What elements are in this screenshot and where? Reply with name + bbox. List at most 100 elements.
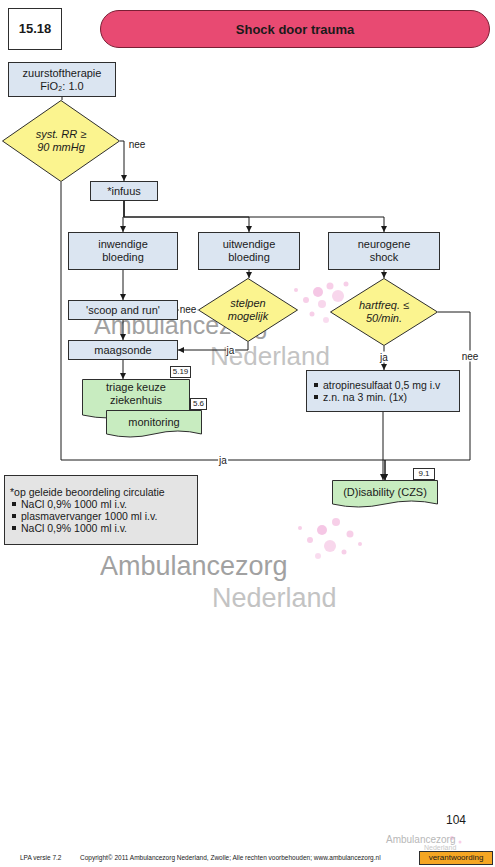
node-text: triage keuze ziekenhuis — [100, 381, 172, 406]
node-text: zuurstoftherapie FiO₂: 1.0 — [15, 67, 110, 92]
process-box: inwendige bloeding — [68, 232, 178, 270]
node-text: maagsonde — [94, 344, 152, 357]
watermark: Ambulancezorg — [100, 552, 288, 582]
node-text: (D)isability (CZS) — [343, 486, 427, 499]
bullet — [314, 383, 318, 387]
reference-document: (D)isability (CZS) — [332, 480, 438, 510]
node-text: NaCl 0,9% 1000 ml i.v. — [21, 498, 127, 510]
bullet — [314, 395, 318, 399]
bullet — [12, 502, 16, 506]
node-text: *op geleide beoordeling circulatie — [10, 486, 165, 498]
text-area: *op geleide beoordeling circulatieNaCl 0… — [5, 476, 197, 544]
text-row: stelpen mogelijk — [222, 297, 274, 322]
edge-label: ja — [379, 351, 389, 362]
node-text: syst. RR ≥ 90 mmHg — [30, 128, 92, 153]
text-row: NaCl 0,9% 1000 ml i.v. — [10, 498, 127, 510]
text-row: 'scoop and run' — [86, 304, 160, 317]
text-row: maagsonde — [94, 344, 152, 357]
process-box: *infuus — [90, 181, 158, 201]
text-area: *infuus — [91, 182, 157, 200]
decision-diamond: stelpen mogelijk — [198, 278, 298, 342]
text-row: uitwendige bloeding — [214, 238, 284, 263]
connector — [123, 270, 124, 300]
edge-label: ja — [226, 345, 236, 356]
edge-label: nee — [128, 139, 147, 150]
text-area: neurogene shock — [329, 233, 439, 269]
document-shape — [333, 481, 438, 508]
text-row: zuurstoftherapie FiO₂: 1.0 — [15, 67, 110, 92]
connector — [383, 412, 384, 480]
connector — [120, 141, 124, 181]
node-text: atropinesulfaat 0,5 mg i.v — [323, 379, 440, 391]
diamond-shape — [3, 101, 120, 182]
edge-label: nee — [461, 351, 480, 362]
node-text: uitwendige bloeding — [214, 238, 284, 263]
text-area: uitwendige bloeding — [199, 233, 299, 269]
protocol-number-box: 15.18 — [8, 8, 62, 50]
decision-diamond: syst. RR ≥ 90 mmHg — [2, 100, 120, 182]
connector — [62, 97, 63, 100]
text-row: plasmavervanger 1000 ml i.v. — [10, 510, 157, 522]
node-text: *infuus — [107, 185, 141, 198]
process-box: zuurstoftherapie FiO₂: 1.0 — [8, 62, 116, 97]
text-area: triage keuze ziekenhuis — [82, 379, 190, 409]
connector — [384, 270, 385, 278]
connector — [123, 320, 124, 340]
text-row: inwendige bloeding — [88, 238, 158, 263]
text-row: monitoring — [128, 416, 179, 429]
process-box: neurogene shock — [328, 232, 440, 270]
text-area: maagsonde — [69, 341, 177, 359]
page-number: 104 — [446, 814, 466, 827]
node-text: hartfreq. ≤ 50/min. — [356, 299, 412, 324]
connector — [249, 270, 250, 278]
connector — [61, 182, 385, 480]
node-text: stelpen mogelijk — [222, 297, 274, 322]
reference-document: monitoring — [106, 410, 202, 440]
text-area: inwendige bloeding — [69, 233, 177, 269]
process-box: maagsonde — [68, 340, 178, 360]
node-text: neurogene shock — [349, 238, 419, 263]
text-area: 'scoop and run' — [69, 301, 177, 319]
text-area: zuurstoftherapie FiO₂: 1.0 — [9, 63, 115, 96]
text-area: (D)isability (CZS) — [332, 480, 438, 504]
text-row: syst. RR ≥ 90 mmHg — [30, 128, 92, 153]
text-row: atropinesulfaat 0,5 mg i.v — [312, 379, 440, 391]
text-row: (D)isability (CZS) — [343, 486, 427, 499]
node-text: z.n. na 3 min. (1x) — [323, 391, 407, 403]
edge-label: nee — [179, 304, 198, 315]
text-row: *op geleide beoordeling circulatie — [10, 486, 165, 498]
text-row: z.n. na 3 min. (1x) — [312, 391, 407, 403]
document-shape — [107, 411, 202, 438]
node-text: plasmavervanger 1000 ml i.v. — [21, 510, 157, 522]
title: Shock door trauma — [100, 10, 490, 48]
connector — [124, 201, 384, 232]
text-area: stelpen mogelijk — [198, 278, 298, 342]
text-row: hartfreq. ≤ 50/min. — [356, 299, 412, 324]
bullet — [12, 514, 16, 518]
note-box: *op geleide beoordeling circulatieNaCl 0… — [4, 475, 198, 545]
medication-box: atropinesulfaat 0,5 mg i.vz.n. na 3 min.… — [306, 370, 460, 412]
text-row: 15.18 — [19, 22, 52, 37]
text-area: 15.18 — [9, 9, 61, 49]
text-area: atropinesulfaat 0,5 mg i.vz.n. na 3 min.… — [307, 371, 459, 411]
text-area: monitoring — [106, 410, 202, 434]
node-text: 15.18 — [19, 22, 52, 37]
text-row: triage keuze ziekenhuis — [100, 381, 172, 406]
text-area: syst. RR ≥ 90 mmHg — [2, 100, 120, 182]
callout-number: 5.19 — [170, 366, 191, 378]
bullet — [12, 526, 16, 530]
callout-number: 9.1 — [413, 468, 435, 480]
node-text: monitoring — [128, 416, 179, 429]
node-text: 'scoop and run' — [86, 304, 160, 317]
text-area: hartfreq. ≤ 50/min. — [330, 278, 438, 346]
text-row: neurogene shock — [349, 238, 419, 263]
diamond-shape — [331, 279, 438, 346]
watermark: Nederland — [212, 584, 337, 614]
text-row: NaCl 0,9% 1000 ml i.v. — [10, 522, 127, 534]
connector — [123, 360, 124, 379]
text-row: *infuus — [107, 185, 141, 198]
node-text: NaCl 0,9% 1000 ml i.v. — [21, 522, 127, 534]
link-button: verantwoording — [419, 851, 493, 865]
process-box: uitwendige bloeding — [198, 232, 300, 270]
